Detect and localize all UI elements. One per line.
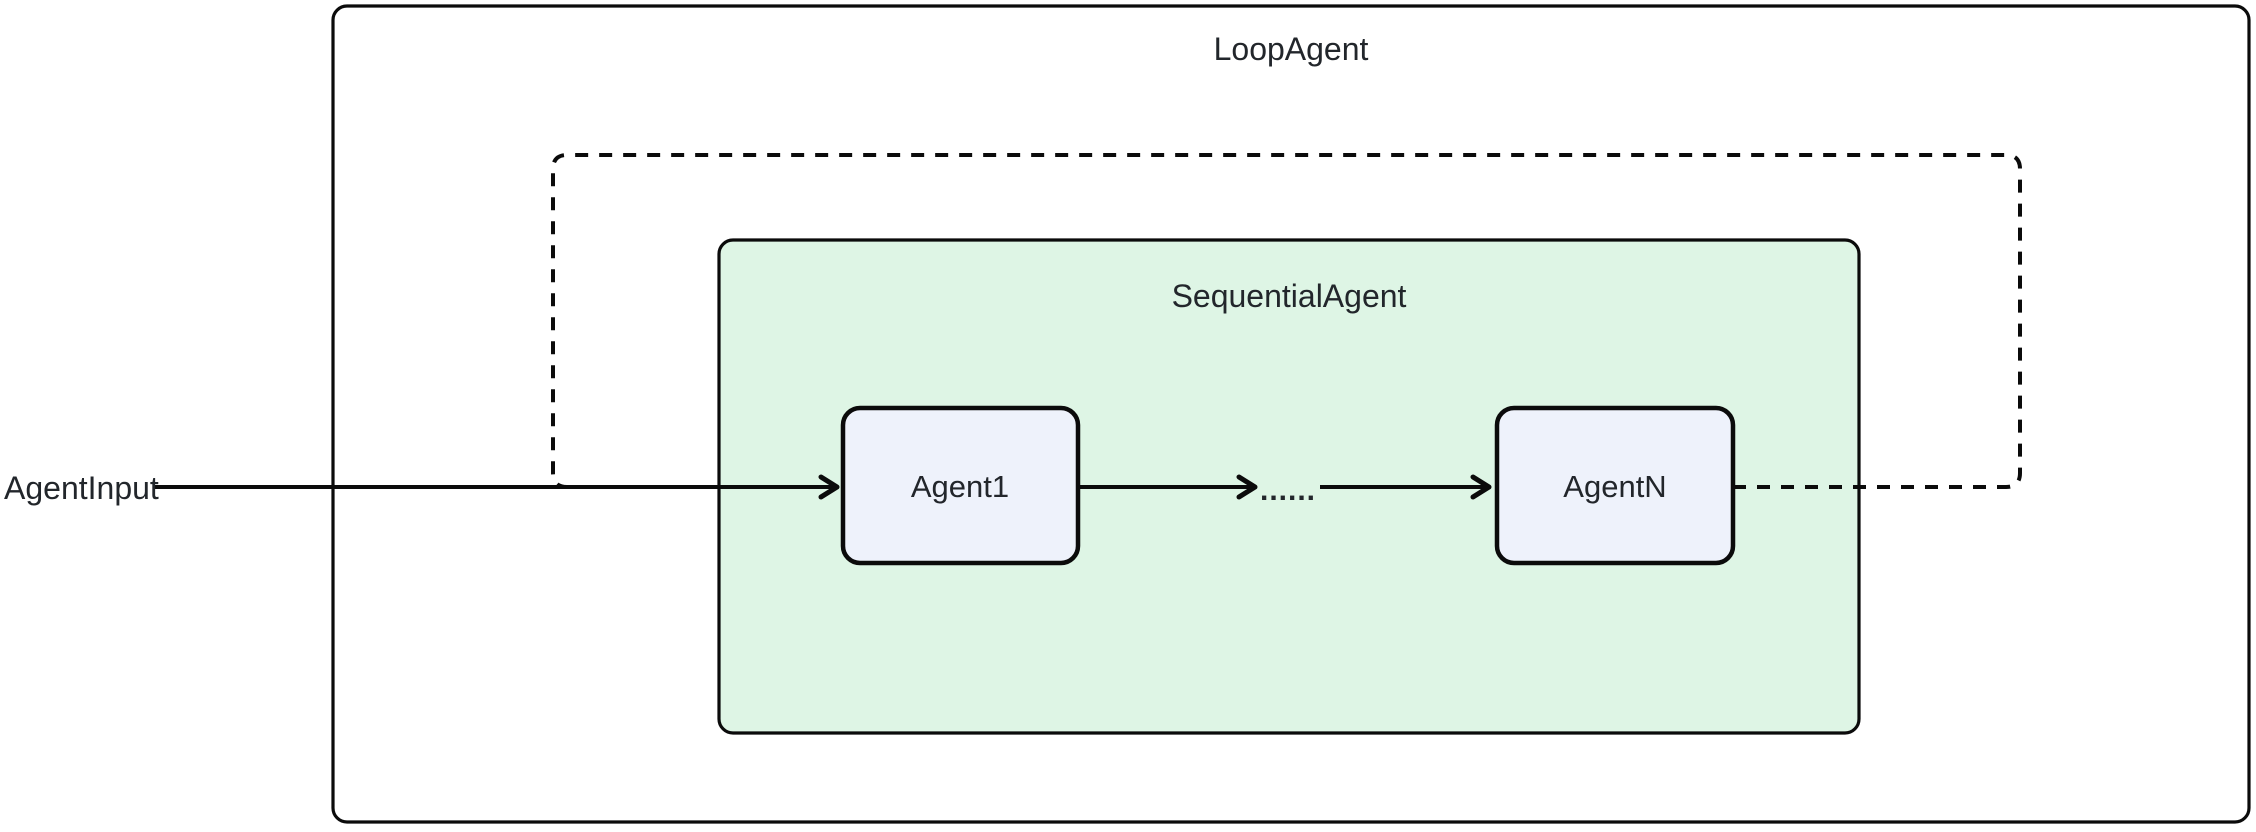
agentn-label: AgentN [1563,469,1666,504]
sequential-agent-label: SequentialAgent [1172,278,1407,314]
loop-back-edge [551,153,2022,489]
agent-input-label: AgentInput [4,470,159,506]
node-agentn [1494,405,1736,566]
node-agent1 [840,405,1081,566]
agent1-label: Agent1 [911,469,1009,504]
ellipsis-label: ...... [1260,474,1316,507]
loop-agent-label: LoopAgent [1214,31,1369,67]
